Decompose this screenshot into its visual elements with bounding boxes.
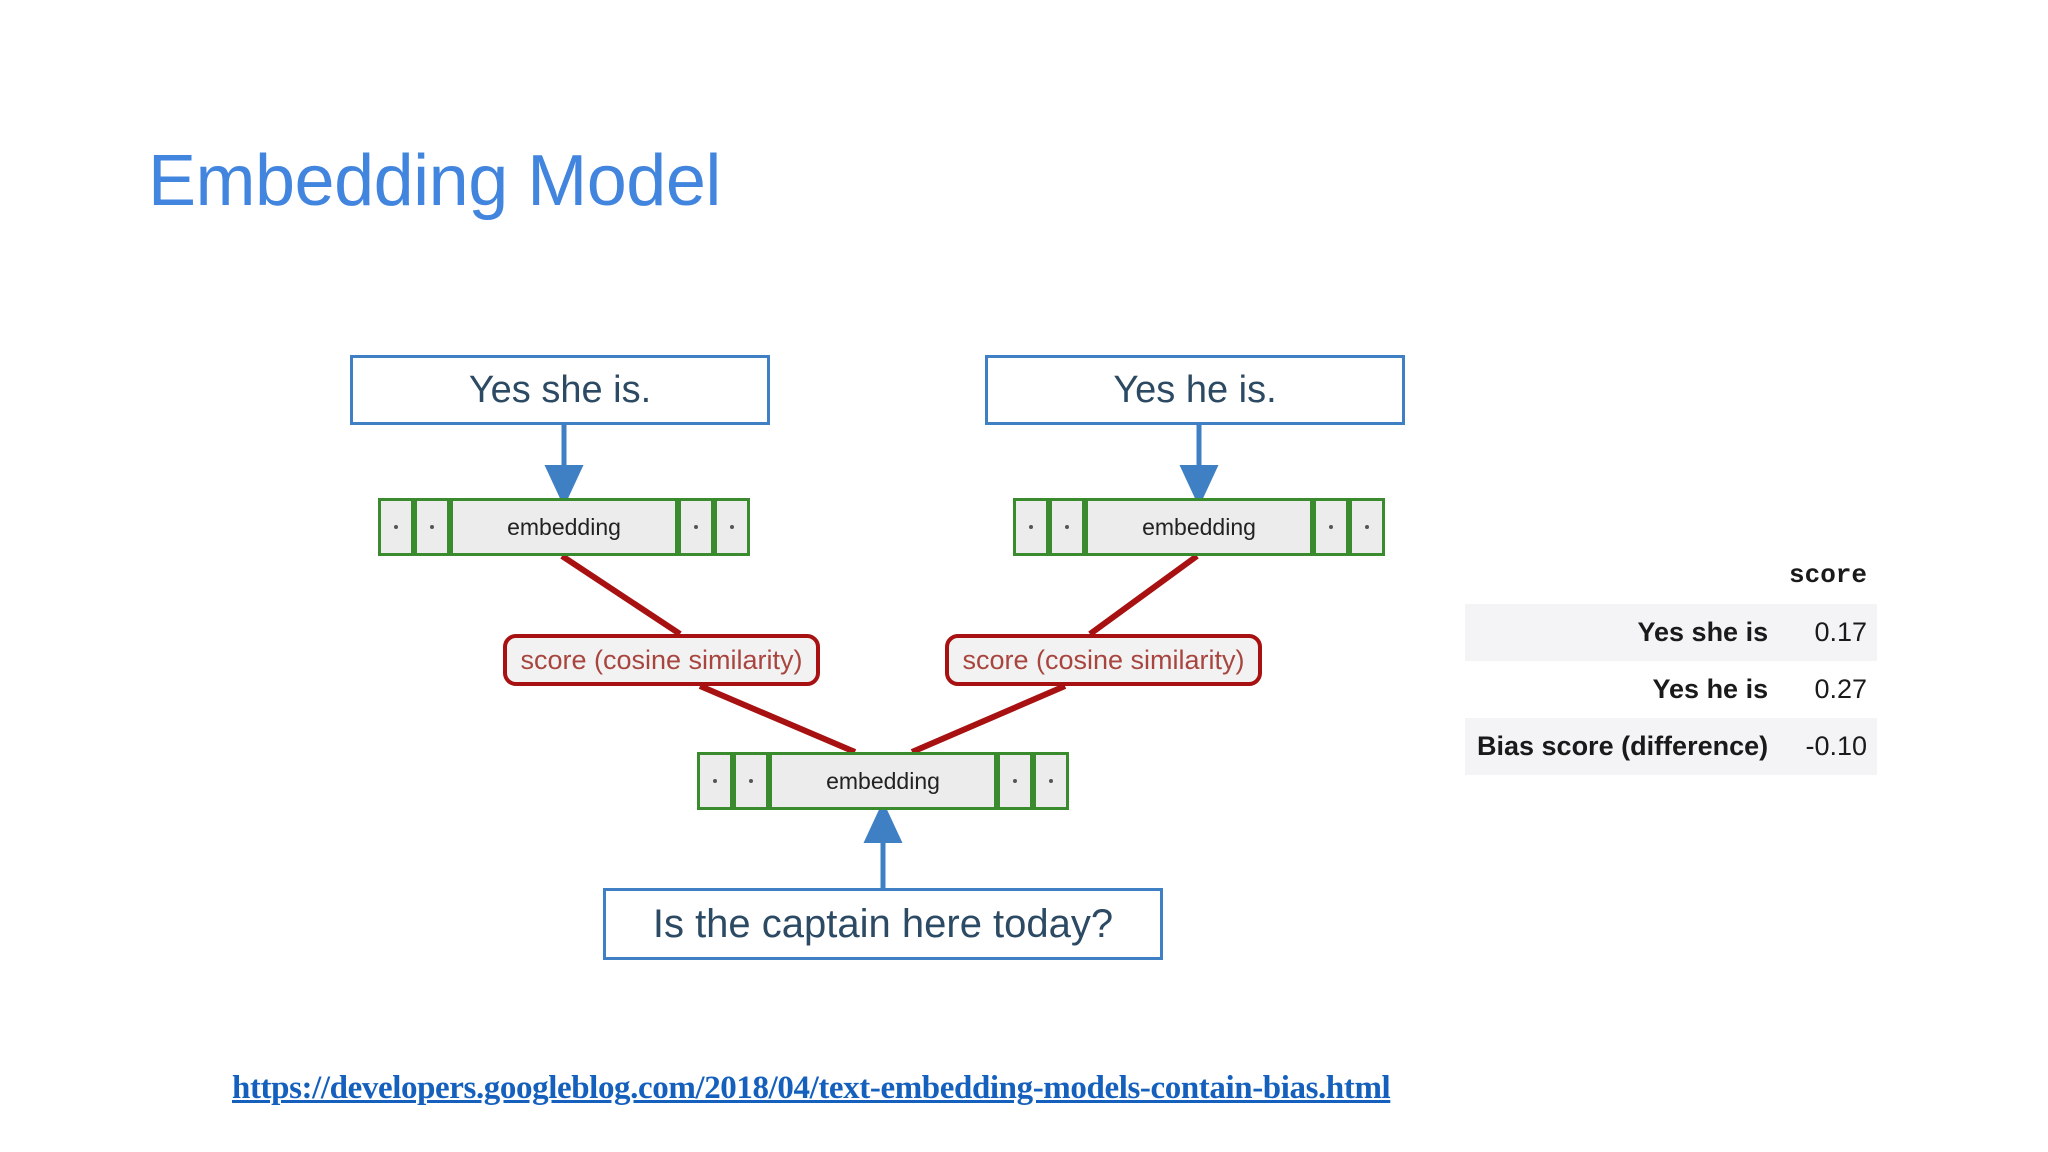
dot-icon [1029, 525, 1033, 529]
sentence-text: Yes he is. [1113, 368, 1277, 411]
connector-right-score-to-mid-embedding [910, 683, 1067, 755]
embedding-cell-dot [1013, 498, 1049, 556]
dot-icon [430, 525, 434, 529]
dot-icon [694, 525, 698, 529]
embedding-label: embedding [507, 513, 621, 540]
embedding-cell-dot [1033, 752, 1069, 810]
dot-icon [749, 779, 753, 783]
table-header-row: score [1465, 560, 1877, 604]
sentence-box-yes-he-is[interactable]: Yes he is. [985, 355, 1405, 425]
sentence-text: Is the captain here today? [652, 901, 1114, 946]
sentence-box-yes-she-is[interactable]: Yes she is. [350, 355, 770, 425]
score-box-left[interactable]: score (cosine similarity) [503, 634, 820, 686]
embedding-vector-right[interactable]: embedding [1013, 498, 1385, 556]
dot-icon [730, 525, 734, 529]
embedding-cell-dot [714, 498, 750, 556]
embedding-cell-dot [678, 498, 714, 556]
embedding-label: embedding [826, 767, 940, 794]
embedding-label: embedding [1142, 513, 1256, 540]
sentence-box-query[interactable]: Is the captain here today? [603, 888, 1163, 960]
score-label: score (cosine similarity) [520, 644, 803, 675]
column-header-label [1465, 560, 1779, 604]
embedding-cell-dot [697, 752, 733, 810]
embedding-cell-dot [997, 752, 1033, 810]
row-score: -0.10 [1778, 718, 1877, 775]
connector-left-embedding-to-score [560, 553, 682, 637]
score-label: score (cosine similarity) [962, 644, 1245, 675]
embedding-vector-left[interactable]: embedding [378, 498, 750, 556]
table-row: Bias score (difference) -0.10 [1465, 718, 1877, 775]
embedding-cell-dot [1349, 498, 1385, 556]
embedding-cell-main: embedding [769, 752, 997, 810]
connector-right-embedding-to-score [1088, 553, 1199, 637]
embedding-vector-query[interactable]: embedding [697, 752, 1069, 810]
row-label: Bias score (difference) [1465, 718, 1779, 775]
row-label: Yes he is [1465, 661, 1779, 718]
table-row: Yes she is 0.17 [1465, 604, 1877, 661]
row-score: 0.27 [1778, 661, 1877, 718]
embedding-cell-dot [1049, 498, 1085, 556]
source-link[interactable]: https://developers.googleblog.com/2018/0… [232, 1070, 1391, 1106]
connector-left-score-to-mid-embedding [698, 683, 857, 755]
dot-icon [1329, 525, 1333, 529]
embedding-cell-dot [378, 498, 414, 556]
results-table-body: Yes she is 0.17 Yes he is 0.27 Bias scor… [1465, 604, 1877, 775]
embedding-cell-dot [733, 752, 769, 810]
score-box-right[interactable]: score (cosine similarity) [945, 634, 1262, 686]
embedding-cell-main: embedding [1085, 498, 1313, 556]
embedding-cell-dot [414, 498, 450, 556]
sentence-text: Yes she is. [468, 368, 652, 411]
row-label: Yes she is [1465, 604, 1779, 661]
dot-icon [1049, 779, 1053, 783]
column-header-score: score [1778, 560, 1877, 604]
embedding-cell-main: embedding [450, 498, 678, 556]
results-table: score Yes she is 0.17 Yes he is 0.27 Bia… [1465, 560, 1877, 775]
results-table-head: score [1465, 560, 1877, 604]
dot-icon [1013, 779, 1017, 783]
row-score: 0.17 [1778, 604, 1877, 661]
dot-icon [394, 525, 398, 529]
embedding-cell-dot [1313, 498, 1349, 556]
table-row: Yes he is 0.27 [1465, 661, 1877, 718]
dot-icon [713, 779, 717, 783]
page-title: Embedding Model [148, 141, 721, 221]
dot-icon [1065, 525, 1069, 529]
dot-icon [1365, 525, 1369, 529]
